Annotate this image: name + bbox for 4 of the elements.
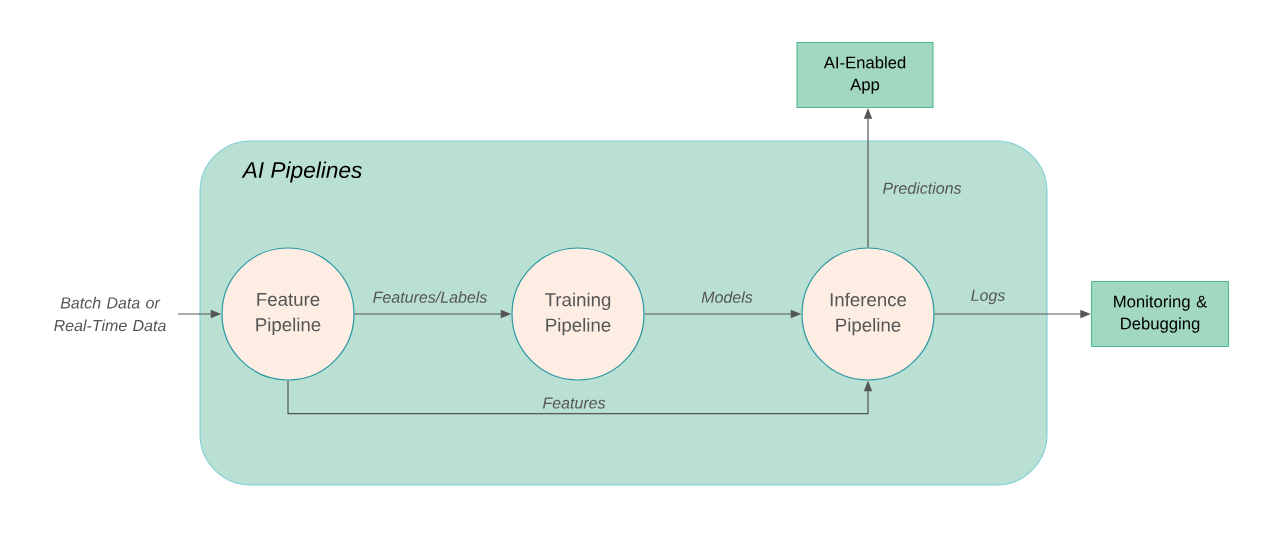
- input-label: Batch Data or Real-Time Data: [54, 296, 166, 332]
- edge-label: Features: [541, 396, 607, 410]
- output-box: AI-Enabled App: [796, 41, 934, 109]
- output-box: Monitoring & Debugging: [1090, 280, 1230, 348]
